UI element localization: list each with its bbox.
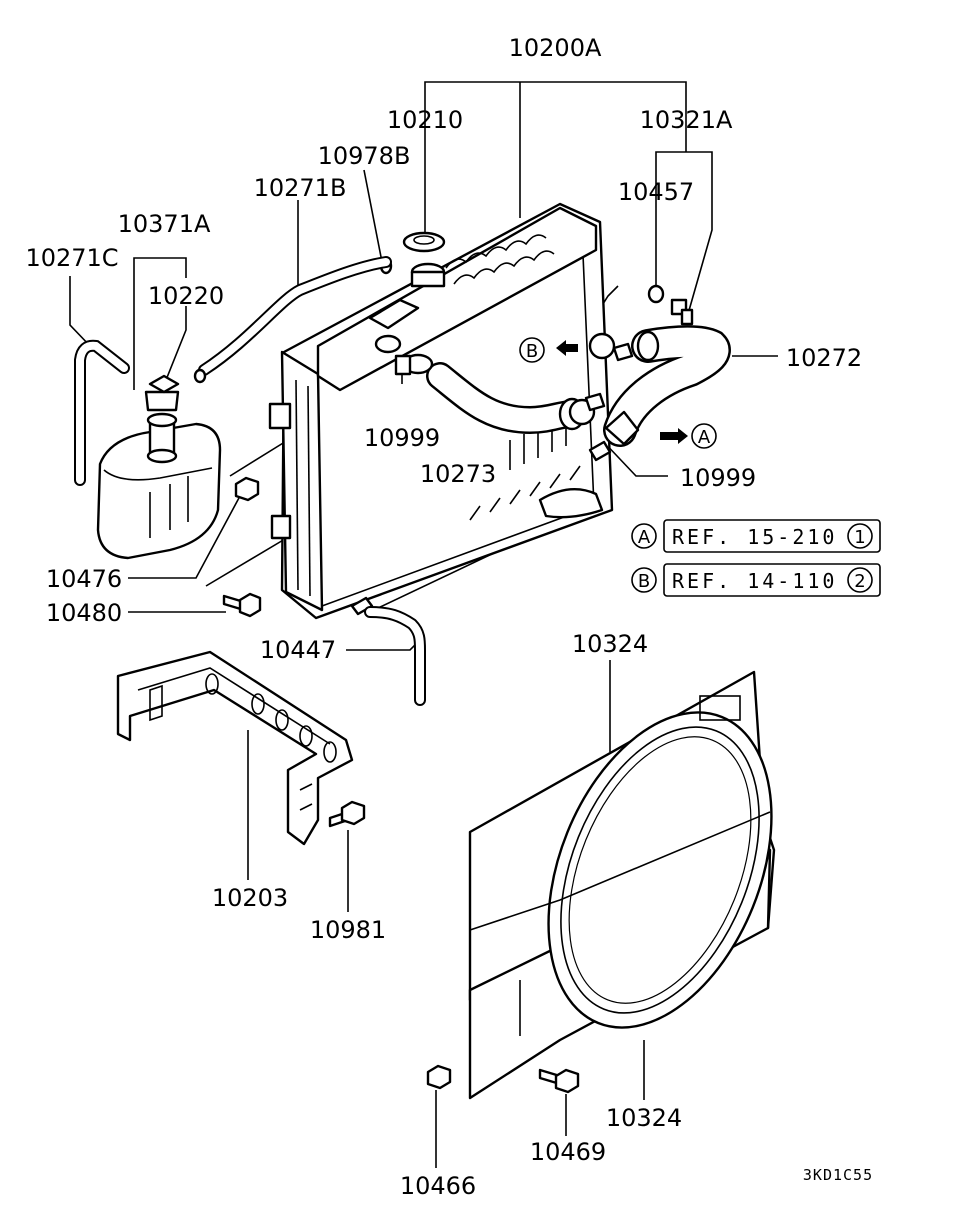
label-10273: 10273 [420,460,496,488]
label-10466: 10466 [400,1172,476,1200]
label-10999-top: 10999 [364,424,440,452]
diagram-code: 3KD1C55 [803,1166,873,1184]
label-10272: 10272 [786,344,862,372]
label-10447: 10447 [260,636,336,664]
ref-a-num: 1 [854,527,865,548]
label-10480: 10480 [46,599,122,627]
reference-arrows: B A [519,337,717,449]
ref-a-text: REF. 15-210 [672,525,837,549]
marker-b: B [526,341,538,362]
ref-b-letter: B [638,571,650,592]
fan-shroud [468,670,776,1100]
label-10457: 10457 [618,178,694,206]
label-10371a: 10371A [118,210,211,238]
label-10978b: 10978B [318,142,411,170]
radiator [268,202,614,620]
bolt-10981 [328,800,366,828]
label-10999-right: 10999 [680,464,756,492]
radiator-bracket [116,650,354,846]
label-10321a: 10321A [640,106,733,134]
radiator-cap [402,231,446,253]
bolts-left [222,476,262,618]
label-10324-bottom: 10324 [606,1104,682,1132]
bolts-bottom [426,1064,580,1094]
drain-hose [364,606,426,706]
upper-hose [394,353,586,435]
label-10210: 10210 [387,106,463,134]
tank-hose [74,339,130,486]
label-10271c: 10271C [25,244,118,272]
part-labels: 10200A 10210 10321A 10978B 10271B 10457 … [25,34,862,1200]
ref-b-num: 2 [854,571,865,592]
reference-b: B REF. 14-110 2 [631,563,881,597]
reserve-tank [96,368,222,560]
lower-hose [568,284,731,462]
marker-a: A [698,427,711,448]
ref-b-text: REF. 14-110 [672,569,837,593]
overflow-hose [198,256,392,376]
label-10981: 10981 [310,916,386,944]
label-10476: 10476 [46,565,122,593]
label-10271b: 10271B [254,174,347,202]
label-10220: 10220 [148,282,224,310]
ref-a-letter: A [638,527,651,548]
label-10200a: 10200A [509,34,602,62]
label-10469: 10469 [530,1138,606,1166]
reference-a: A REF. 15-210 1 [631,519,881,553]
label-10203: 10203 [212,884,288,912]
label-10324-top: 10324 [572,630,648,658]
